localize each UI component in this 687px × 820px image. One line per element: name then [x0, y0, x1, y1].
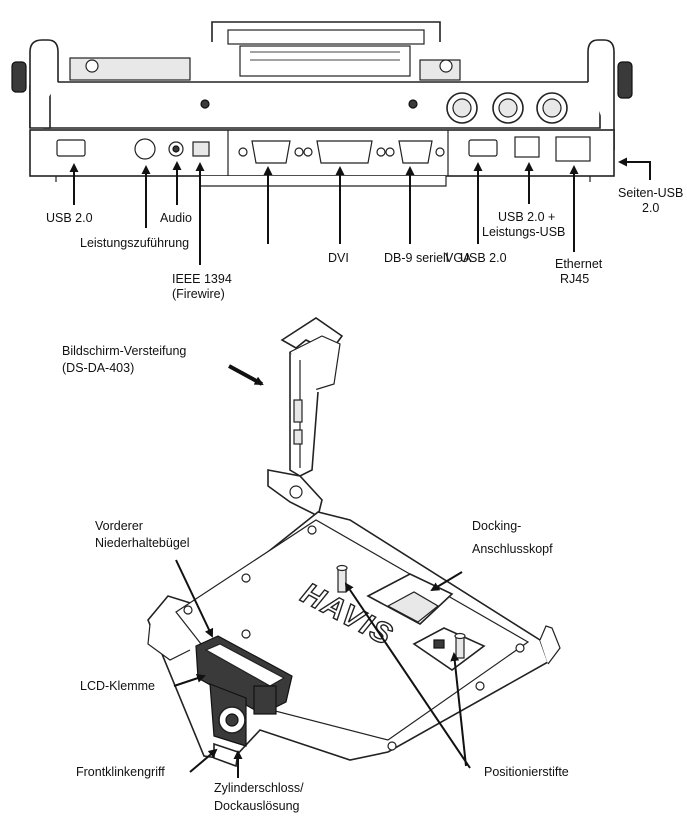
label-cylinder-lock-line2: Dockauslösung — [214, 799, 300, 813]
top-labels: USB 2.0 Leistungszuführung Audio IEEE 13… — [46, 186, 683, 301]
top-leader-lines — [69, 157, 651, 265]
label-docking-head-line1: Docking- — [472, 519, 521, 533]
label-ieee1394-line1: IEEE 1394 — [172, 272, 232, 286]
label-audio: Audio — [160, 211, 192, 225]
label-db9-serial: DB-9 seriell — [384, 251, 449, 265]
label-usb20-power-line2: Leistungs-USB — [482, 225, 565, 239]
label-side-usb-line1: Seiten-USB — [618, 186, 683, 200]
label-ethernet-line2: RJ45 — [560, 272, 589, 286]
dvi-port — [316, 140, 373, 164]
front-clamp-assembly — [195, 635, 293, 768]
serial-port-left — [251, 140, 291, 164]
label-vga: VGA — [445, 251, 472, 265]
firewire-port — [192, 141, 210, 157]
label-usb20-right: USB 2.0 — [460, 251, 507, 265]
label-screen-stiffener-line2: (DS-DA-403) — [62, 361, 134, 375]
ethernet-port — [555, 136, 591, 162]
bottom-labels: Bildschirm-Versteifung (DS-DA-403) Vorde… — [62, 344, 569, 813]
label-cylinder-lock-line1: Zylinderschloss/ — [214, 781, 304, 795]
powered-usb-port — [514, 136, 540, 158]
usb-port-right — [468, 139, 498, 157]
label-ethernet-line1: Ethernet — [555, 257, 603, 271]
screen-stiffener — [267, 317, 344, 518]
usb-port-left — [56, 139, 86, 157]
dock-isometric-view: HAVIS — [147, 317, 561, 768]
vga-port — [398, 140, 433, 164]
label-usb20-power-line1: USB 2.0 + — [498, 210, 555, 224]
label-power-input: Leistungszuführung — [80, 236, 189, 250]
label-lcd-clamp: LCD-Klemme — [80, 679, 155, 693]
label-positioning-pins: Positionierstifte — [484, 765, 569, 779]
label-front-latch-handle: Frontklinkengriff — [76, 765, 165, 779]
label-front-holddown-line1: Vorderer — [95, 519, 143, 533]
positioning-pins — [336, 564, 466, 659]
label-dvi: DVI — [328, 251, 349, 265]
label-ieee1394-line2: (Firewire) — [172, 287, 225, 301]
label-front-holddown-line2: Niederhaltebügel — [95, 536, 190, 550]
label-usb20-left: USB 2.0 — [46, 211, 93, 225]
label-side-usb-line2: 2.0 — [642, 201, 659, 215]
dock-rear-view — [11, 21, 633, 187]
bottom-leader-lines — [173, 364, 471, 778]
power-jack — [134, 138, 156, 160]
label-docking-head-line2: Anschlusskopf — [472, 542, 553, 556]
label-screen-stiffener-line1: Bildschirm-Versteifung — [62, 344, 186, 358]
